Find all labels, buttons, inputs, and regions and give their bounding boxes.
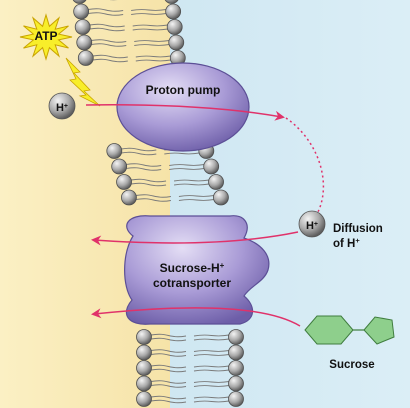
cotransporter-label-line1: Sucrose-H+ [160,261,225,276]
diffusion-dotted-arrow [285,117,325,213]
phospholipid-head [136,344,152,361]
proton-pump-arrow [85,104,285,121]
phospholipid-head [208,174,224,190]
h-plus-cotransport-arrow [91,231,299,246]
phospholipid-head [213,189,229,206]
proton-sphere-right: H+ [298,210,326,238]
fructose-ring-icon [363,316,395,345]
sucrose-molecule-icon [304,315,395,345]
cotransporter-label-line2: cotransporter [153,276,231,290]
svg-text:H+: H+ [56,102,68,114]
lightning-bolt-icon [65,57,101,107]
phospholipid-head [165,3,182,20]
phospholipid-head [228,329,244,345]
phospholipid-head [121,189,137,206]
phospholipid-head [228,360,244,376]
atp-burst-icon: ATP [19,13,73,61]
sucrose-label: Sucrose [329,359,374,371]
phospholipid-head [72,0,87,4]
phospholipid-head [203,158,220,175]
phospholipid-head [74,19,91,35]
phospholipid-head [168,34,185,51]
proton-sphere-icon [298,210,326,238]
phospholipid-head [106,143,123,159]
phospholipid-head [164,0,179,4]
proton-sphere-icon [48,92,76,120]
proton-sphere-left: H+ [48,92,76,120]
phospholipid-head [111,158,128,175]
phospholipid-head [77,50,94,66]
svg-text:H+: H+ [306,220,318,232]
lipid-bilayer [72,0,244,407]
phospholipid-head [136,329,152,345]
phospholipid-head [136,360,152,376]
phospholipid-head [136,391,152,407]
phospholipid-head [73,3,90,20]
phospholipid-head [116,174,132,190]
phospholipid-head [228,344,244,361]
diffusion-label-line2: of H+ [333,236,360,251]
phospholipid-head [228,391,244,407]
atp-label: ATP [34,29,57,43]
diffusion-label-line1: Diffusion [333,223,383,235]
phospholipid-head [166,19,183,35]
phospholipid-head [76,34,93,51]
sucrose-cotransport-arrow [91,307,301,327]
phospholipid-head [136,375,152,392]
phospholipid-head [228,375,244,392]
cytoplasm-region [170,0,410,408]
proton-pump-label: Proton pump [146,83,221,97]
